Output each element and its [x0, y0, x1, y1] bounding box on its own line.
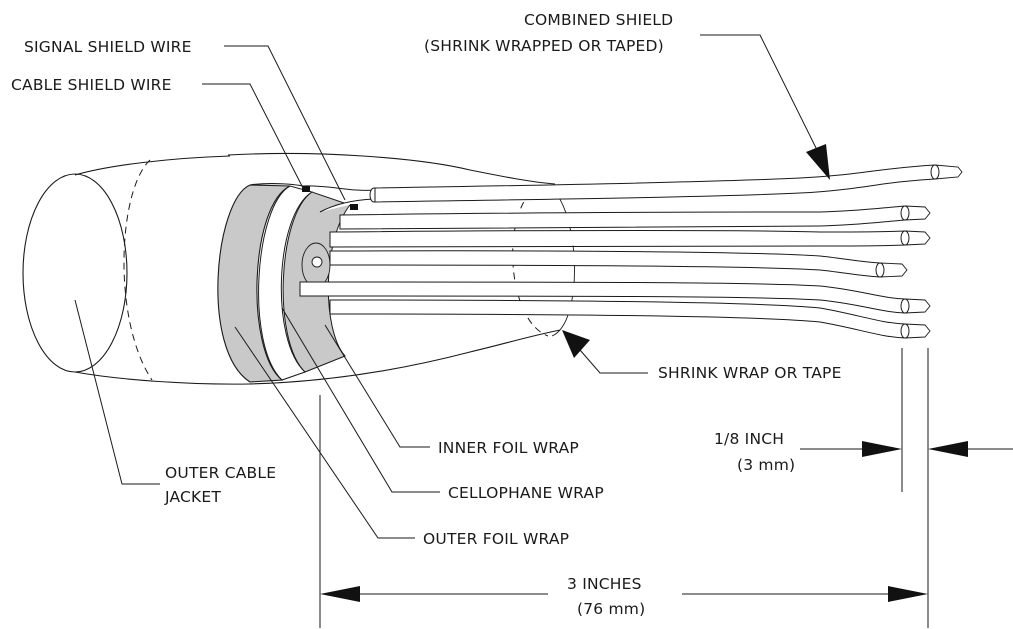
label-combined-shield-note: (SHRINK WRAPPED OR TAPED) — [424, 37, 664, 55]
label-outer-cable-jacket: OUTER CABLE — [165, 464, 276, 482]
label-combined-shield: COMBINED SHIELD — [524, 11, 673, 29]
label-cable-shield-wire: CABLE SHIELD WIRE — [11, 76, 172, 94]
combined-shield-arrow — [806, 144, 830, 180]
dim-overall-metric: (76 mm) — [577, 600, 645, 618]
label-shrink-wrap-or-tape: SHRINK WRAP OR TAPE — [658, 364, 842, 382]
label-outer-foil-wrap: OUTER FOIL WRAP — [423, 530, 569, 548]
labels: COMBINED SHIELD (SHRINK WRAPPED OR TAPED… — [11, 11, 842, 618]
dim-small-gap-metric: (3 mm) — [737, 456, 795, 474]
dimension-lines — [319, 348, 1013, 628]
leader-lines — [74, 34, 830, 539]
label-cellophane-wrap: CELLOPHANE WRAP — [448, 484, 604, 502]
label-outer-cable-jacket-2: JACKET — [164, 488, 221, 506]
overall-dim-right-arrow — [888, 586, 928, 602]
label-inner-foil-wrap: INNER FOIL WRAP — [438, 439, 579, 457]
shrink-wrap-arrow — [562, 330, 590, 358]
outer-cable-jacket — [22, 155, 251, 385]
dim-overall: 3 INCHES — [567, 575, 642, 593]
overall-dim-left-arrow — [320, 586, 360, 602]
conductor-wires — [299, 164, 963, 339]
small-dim-right-arrow — [928, 441, 968, 457]
label-signal-shield-wire: SIGNAL SHIELD WIRE — [24, 38, 192, 56]
dim-small-gap: 1/8 INCH — [714, 430, 784, 448]
cellophane-wrap — [258, 185, 314, 381]
small-dim-left-arrow — [862, 441, 902, 457]
